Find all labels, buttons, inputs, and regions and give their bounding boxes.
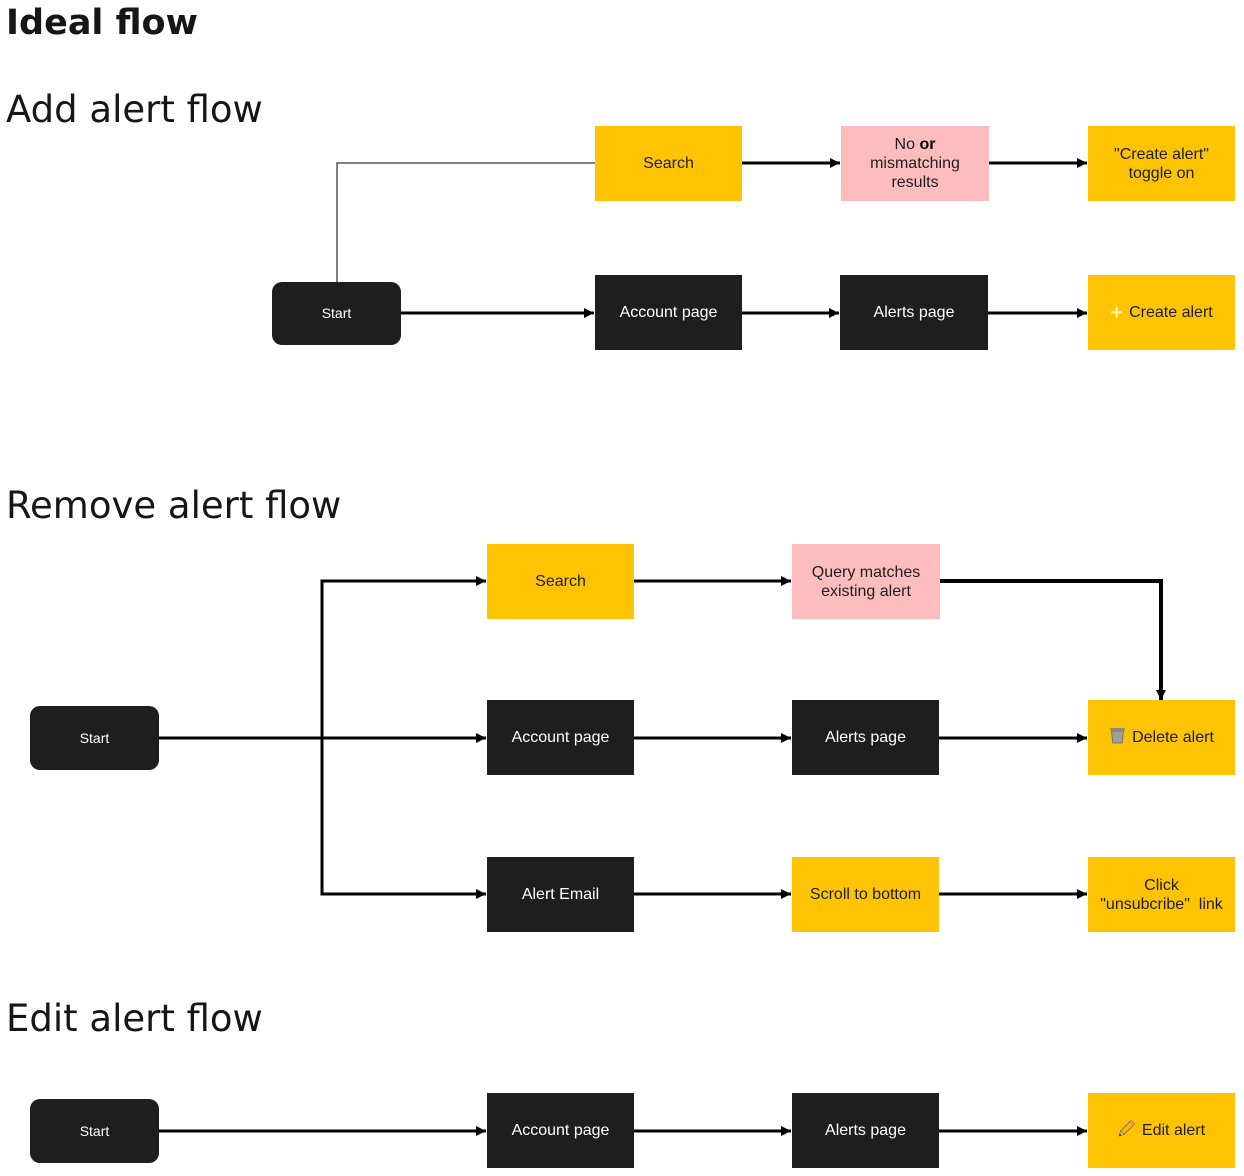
node-label: Start bbox=[321, 305, 352, 321]
add-account-page-node: Account page bbox=[595, 275, 742, 350]
node-label: Search bbox=[643, 155, 694, 172]
node-label: Query matches existing alert bbox=[812, 563, 920, 601]
node-label: Account page bbox=[619, 304, 718, 321]
node-label-part: mismatching results bbox=[870, 155, 960, 191]
node-label-part: No bbox=[894, 136, 920, 153]
node-label: Account page bbox=[511, 1122, 610, 1139]
edit-start-node: Start bbox=[30, 1099, 159, 1163]
node-label-line: existing alert bbox=[821, 582, 911, 600]
node-label: Alerts page bbox=[825, 729, 906, 746]
node-label: Click "unsubcribe" link bbox=[1100, 876, 1223, 914]
node-label: No or mismatching results bbox=[860, 135, 970, 192]
remove-query-matches-node: Query matches existing alert bbox=[792, 544, 940, 619]
add-create-toggle-node: "Create alert" toggle on bbox=[1088, 126, 1235, 201]
trash-icon bbox=[1109, 726, 1126, 749]
remove-delete-alert-node: Delete alert bbox=[1088, 700, 1235, 775]
edit-edit-alert-node: Edit alert bbox=[1088, 1093, 1235, 1168]
remove-scroll-bottom-node: Scroll to bottom bbox=[792, 857, 939, 932]
add-no-mismatch-node: No or mismatching results bbox=[841, 126, 989, 201]
node-label-line: "Create alert" bbox=[1114, 145, 1209, 163]
remove-account-page-node: Account page bbox=[487, 700, 634, 775]
node-label: Start bbox=[79, 729, 110, 746]
node-label-line: "unsubcribe" link bbox=[1100, 895, 1223, 913]
node-label: Create alert bbox=[1129, 304, 1213, 321]
connector-branch-to-search bbox=[320, 576, 486, 738]
remove-search-node: Search bbox=[487, 544, 634, 619]
edit-alerts-page-node: Alerts page bbox=[792, 1093, 939, 1168]
node-label: "Create alert" toggle on bbox=[1114, 145, 1209, 183]
remove-alert-email-node: Alert Email bbox=[487, 857, 634, 932]
node-label: Search bbox=[535, 573, 586, 590]
add-search-node: Search bbox=[595, 126, 742, 201]
node-label: Scroll to bottom bbox=[809, 886, 922, 903]
node-label: Edit alert bbox=[1141, 1122, 1206, 1139]
add-create-alert-node: + Create alert bbox=[1088, 275, 1235, 350]
connector-query-to-delete bbox=[940, 579, 1166, 700]
node-label-line: Click bbox=[1144, 876, 1179, 894]
pencil-icon bbox=[1118, 1119, 1136, 1142]
remove-alert-flow-title: Remove alert flow bbox=[6, 484, 342, 527]
add-start-node: Start bbox=[272, 282, 401, 345]
connector-start-to-search bbox=[336, 162, 596, 282]
node-label: Delete alert bbox=[1132, 729, 1214, 746]
remove-click-unsubscribe-node: Click "unsubcribe" link bbox=[1088, 857, 1235, 932]
node-label: Start bbox=[79, 1122, 110, 1139]
edit-alert-flow-title: Edit alert flow bbox=[6, 997, 263, 1040]
node-label: Alert Email bbox=[521, 886, 600, 903]
page-title: Ideal flow bbox=[6, 3, 198, 43]
node-label: Alerts page bbox=[873, 304, 955, 321]
node-label: Account page bbox=[511, 729, 610, 746]
connector-branch-to-email bbox=[320, 738, 486, 899]
remove-alerts-page-node: Alerts page bbox=[792, 700, 939, 775]
plus-icon: + bbox=[1110, 300, 1124, 325]
add-alerts-page-node: Alerts page bbox=[840, 275, 988, 350]
node-label-line: toggle on bbox=[1128, 164, 1195, 182]
edit-account-page-node: Account page bbox=[487, 1093, 634, 1168]
add-alert-flow-title: Add alert flow bbox=[6, 88, 263, 131]
node-label-line: Query matches bbox=[811, 563, 921, 581]
remove-start-node: Start bbox=[30, 706, 159, 770]
node-label: Alerts page bbox=[825, 1122, 906, 1139]
node-label-bold: or bbox=[919, 136, 936, 153]
